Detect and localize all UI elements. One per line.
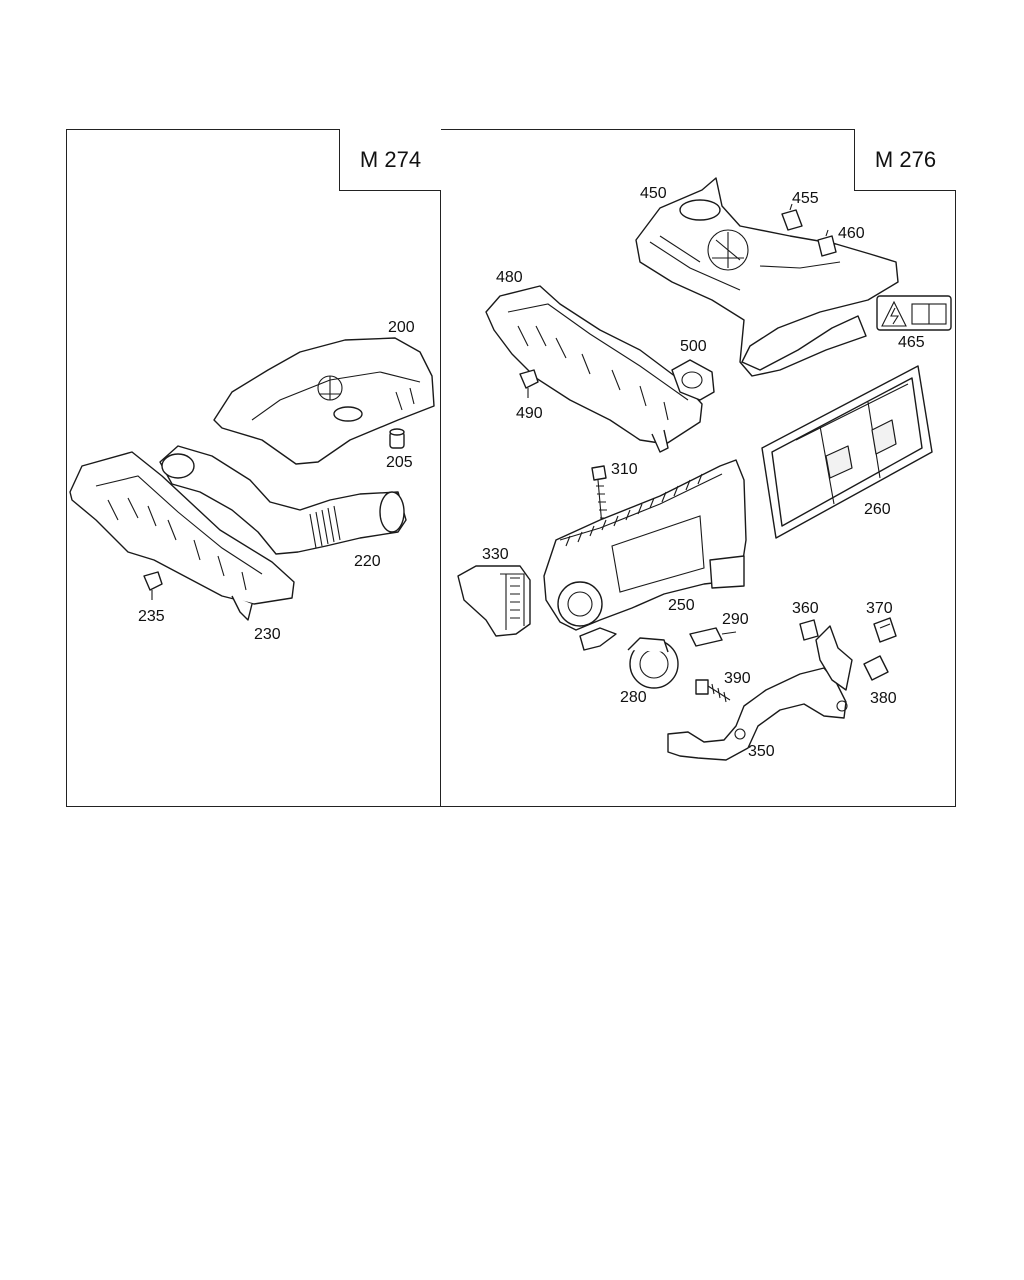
callout-455: 455 [792, 190, 819, 207]
part-460-clip [817, 229, 837, 257]
callout-280: 280 [620, 689, 647, 706]
part-200-engine-cover [213, 337, 435, 465]
part-250-filter-housing [543, 459, 747, 651]
part-490-clip [519, 369, 539, 398]
callout-330: 330 [482, 546, 509, 563]
part-290-sensor [689, 627, 737, 647]
part-360-clip [799, 619, 819, 641]
callout-220: 220 [354, 553, 381, 570]
callout-465: 465 [898, 334, 925, 351]
callout-350: 350 [748, 743, 775, 760]
part-455-clip [781, 203, 803, 231]
callout-235: 235 [138, 608, 165, 625]
part-390-bolt [695, 679, 731, 703]
part-330-intake-scoop [457, 565, 531, 637]
part-280-mass-air-sensor [627, 637, 679, 689]
callout-490: 490 [516, 405, 543, 422]
engine-label-m276: M 276 [854, 129, 956, 191]
callout-390: 390 [724, 670, 751, 687]
part-370-connector [873, 617, 897, 643]
callout-360: 360 [792, 600, 819, 617]
part-350-bracket [667, 625, 853, 761]
part-220-intake-hose [159, 445, 407, 555]
callout-370: 370 [866, 600, 893, 617]
callout-290: 290 [722, 611, 749, 628]
diagram-frame [66, 129, 956, 807]
callout-250: 250 [668, 597, 695, 614]
engine-label-m274: M 274 [339, 129, 441, 191]
callout-380: 380 [870, 690, 897, 707]
part-480-air-duct [485, 285, 703, 453]
part-465-warning-label [876, 295, 952, 331]
callout-200: 200 [388, 319, 415, 336]
callout-460: 460 [838, 225, 865, 242]
part-235-clip [143, 571, 163, 600]
part-500-cap [671, 359, 715, 401]
part-230-air-duct [69, 451, 295, 621]
part-260-air-filter [761, 365, 933, 539]
callout-205: 205 [386, 454, 413, 471]
callout-310: 310 [611, 461, 638, 478]
part-310-bolt [591, 465, 608, 527]
callout-450: 450 [640, 185, 667, 202]
callout-260: 260 [864, 501, 891, 518]
part-205-grommet [389, 428, 405, 449]
panel-divider [440, 129, 441, 807]
callout-230: 230 [254, 626, 281, 643]
part-380-connector [863, 655, 889, 681]
callout-480: 480 [496, 269, 523, 286]
callout-500: 500 [680, 338, 707, 355]
part-450-engine-cover [635, 177, 899, 377]
